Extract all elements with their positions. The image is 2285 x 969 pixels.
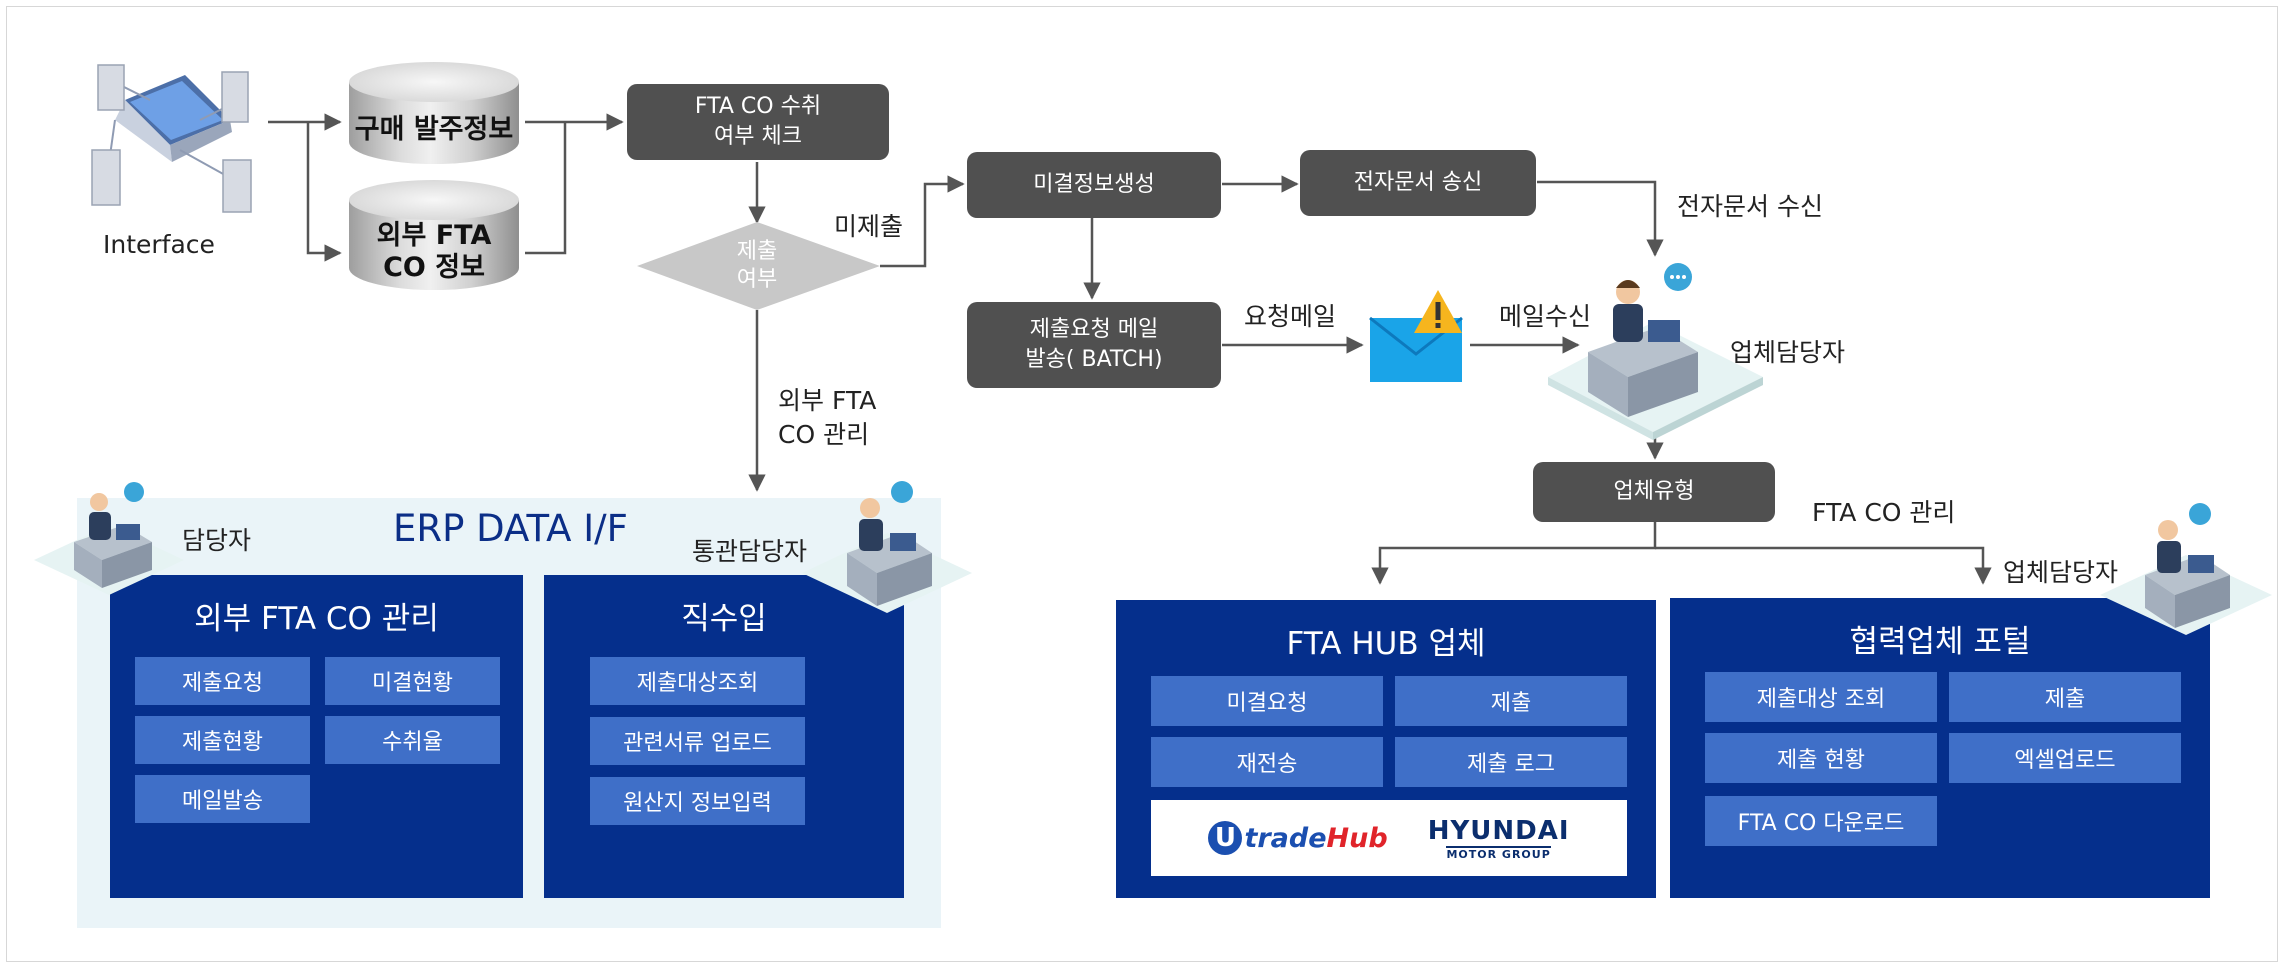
arrow-type-to-portal [1655,546,1992,585]
arrow-external-to-check [525,122,567,255]
label-request-mail: 요청메일 [1244,302,1337,331]
arrow-type-split [1371,522,1657,585]
customs-person-illustration [802,478,972,628]
btn-hub-submit[interactable]: 제출 [1395,676,1627,726]
arrow-decision-to-unresolved [880,175,965,268]
panel-direct-import: 직수입 제출대상조회 관련서류 업로드 원산지 정보입력 [544,575,904,898]
vendor-person-illustration-2 [2100,500,2272,650]
customs-person-label: 통관담당자 [692,537,808,566]
panel-external-fta-co-title: 외부 FTA CO 관리 [194,601,439,637]
fta-co-check-box: FTA CO 수취 여부 체크 [627,84,889,160]
external-fta-db: 외부 FTA CO 정보 [349,180,519,290]
panel-fta-hub: FTA HUB 업체 미결요청 제출 재전송 제출 로그 U tradeHub … [1116,600,1656,898]
btn-portal-submit[interactable]: 제출 [1949,672,2181,722]
utradehub-logo: U tradeHub [1208,821,1388,855]
external-fta-db-label: 외부 FTA CO 정보 [376,220,492,283]
btn-submit-status[interactable]: 제출현황 [135,716,310,764]
label-external-fta-co-mgmt: 외부 FTA CO 관리 [778,386,877,449]
partner-logos: U tradeHub HYUNDAI MOTOR GROUP [1151,800,1627,876]
vendor-person-label: 업체담당자 [1730,338,1846,367]
panel-external-fta-co: 외부 FTA CO 관리 제출요청 미결현황 제출현황 수취율 메일발송 [110,575,523,898]
erp-person-illustration [34,480,184,600]
btn-portal-submit-status[interactable]: 제출 현황 [1705,733,1937,783]
btn-submit-request[interactable]: 제출요청 [135,657,310,705]
envelope-icon [1369,290,1463,382]
erp-person-label: 담당자 [182,526,252,555]
btn-send-mail[interactable]: 메일발송 [135,775,310,823]
label-fta-co-mgmt: FTA CO 관리 [1812,498,1956,527]
btn-excel-upload[interactable]: 엑셀업로드 [1949,733,2181,783]
hyundai-logo: HYUNDAI MOTOR GROUP [1427,815,1570,861]
panel-fta-hub-title: FTA HUB 업체 [1286,626,1486,662]
arrow-edoc-to-vendor [1537,180,1664,257]
decision-label: 제출 여부 [736,239,778,292]
panel-direct-import-title: 직수입 [681,601,767,637]
decision-diamond [637,222,880,310]
vendor-type-box: 업체유형 [1533,462,1775,522]
erp-title: ERP DATA I/F [393,507,628,550]
request-mail-box: 제출요청 메일 발송( BATCH) [967,302,1221,388]
unresolved-info-box: 미결정보생성 [967,152,1221,218]
arrow-to-external-db [306,122,342,262]
btn-origin-info-input[interactable]: 원산지 정보입력 [590,777,805,825]
label-mail-receive: 메일수신 [1499,302,1592,331]
panel-partner-portal-title: 협력업체 포털 [1849,624,2031,660]
btn-unresolved-request[interactable]: 미결요청 [1151,676,1383,726]
btn-fta-co-download[interactable]: FTA CO 다운로드 [1705,796,1937,846]
vendor-person-illustration [1548,252,1763,442]
interface-icon [91,64,252,213]
diagram-frame [6,6,2278,962]
btn-unresolved-status[interactable]: 미결현황 [325,657,500,705]
vendor-person-label-2: 업체담당자 [2003,558,2119,587]
label-edoc-receive: 전자문서 수신 [1677,192,1823,221]
btn-resend[interactable]: 재전송 [1151,737,1383,787]
edoc-send-box: 전자문서 송신 [1300,150,1536,216]
interface-label: Interface [103,230,215,259]
btn-query-submit-targets[interactable]: 제출대상조회 [590,657,805,705]
label-not-submitted: 미제출 [834,212,904,241]
purchase-order-db: 구매 발주정보 [349,62,519,164]
panel-partner-portal: 협력업체 포털 제출대상 조회 제출 제출 현황 엑셀업로드 FTA CO 다운… [1670,598,2210,898]
purchase-order-db-label: 구매 발주정보 [354,114,514,145]
btn-portal-query-targets[interactable]: 제출대상 조회 [1705,672,1937,722]
btn-upload-documents[interactable]: 관련서류 업로드 [590,717,805,765]
btn-submit-log[interactable]: 제출 로그 [1395,737,1627,787]
btn-receipt-rate[interactable]: 수취율 [325,716,500,764]
